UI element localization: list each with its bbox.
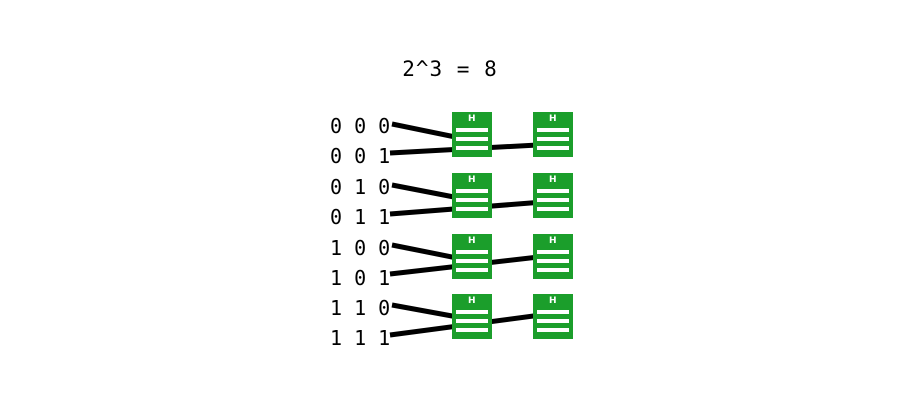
binary-label: 1 0 0 (330, 236, 391, 260)
node-bar-2 (537, 259, 569, 263)
node-h-letter: H (548, 296, 558, 306)
node-g2-c1[interactable]: H (452, 173, 492, 218)
binary-label: 0 0 0 (330, 114, 391, 138)
node-bar-1 (456, 128, 488, 132)
node-bar-2 (456, 259, 488, 263)
node-bar-2 (456, 198, 488, 202)
node-bar-3 (537, 268, 569, 272)
node-bar-3 (537, 207, 569, 211)
node-h-letter: H (548, 236, 558, 246)
node-g3-c2[interactable]: H (533, 234, 573, 279)
node-bar-2 (456, 137, 488, 141)
node-bar-2 (456, 319, 488, 323)
binary-label: 0 1 1 (330, 205, 391, 229)
node-bar-1 (456, 189, 488, 193)
node-g1-c1[interactable]: H (452, 112, 492, 157)
binary-label: 1 1 0 (330, 296, 391, 320)
node-bar-3 (456, 328, 488, 332)
node-bar-3 (537, 146, 569, 150)
node-bar-3 (456, 207, 488, 211)
page-title: 2^3 = 8 (402, 57, 498, 81)
node-bar-2 (537, 137, 569, 141)
node-bar-3 (456, 268, 488, 272)
node-h-letter: H (548, 114, 558, 124)
node-h-letter: H (467, 114, 477, 124)
node-bar-1 (537, 189, 569, 193)
node-bar-3 (456, 146, 488, 150)
binary-label: 1 0 1 (330, 266, 391, 290)
node-bar-2 (537, 198, 569, 202)
node-g4-c2[interactable]: H (533, 294, 573, 339)
node-bar-1 (537, 250, 569, 254)
node-bar-1 (537, 128, 569, 132)
binary-label: 0 1 0 (330, 175, 391, 199)
node-g2-c2[interactable]: H (533, 173, 573, 218)
node-g1-c2[interactable]: H (533, 112, 573, 157)
node-bar-2 (537, 319, 569, 323)
node-bar-1 (456, 250, 488, 254)
node-g4-c1[interactable]: H (452, 294, 492, 339)
node-bar-3 (537, 328, 569, 332)
node-h-letter: H (467, 175, 477, 185)
node-h-letter: H (467, 236, 477, 246)
node-g3-c1[interactable]: H (452, 234, 492, 279)
node-bar-1 (537, 310, 569, 314)
binary-label: 0 0 1 (330, 144, 391, 168)
binary-label: 1 1 1 (330, 326, 391, 350)
node-bar-1 (456, 310, 488, 314)
node-h-letter: H (548, 175, 558, 185)
node-h-letter: H (467, 296, 477, 306)
